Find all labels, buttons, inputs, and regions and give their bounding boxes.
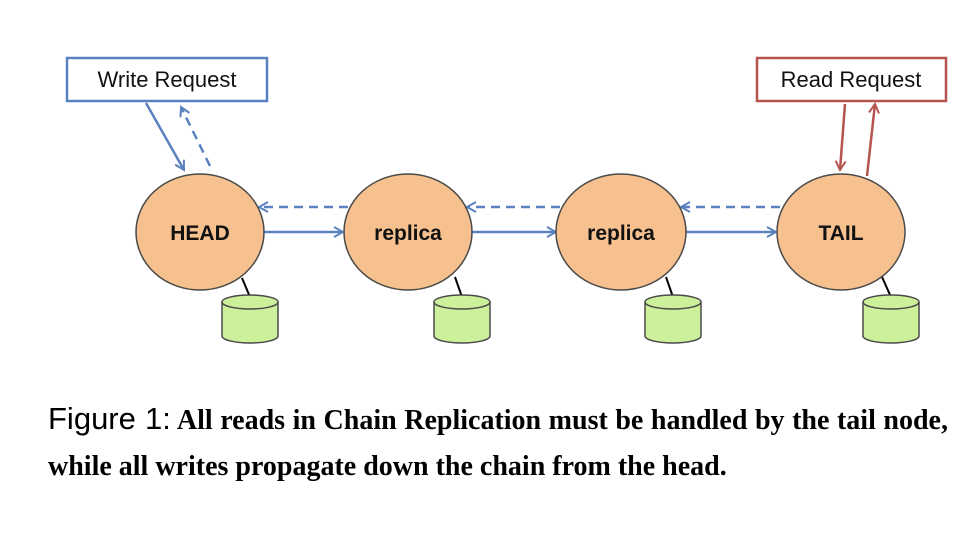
write-request-box: Write Request [65, 56, 269, 103]
read-request-arrow [840, 103, 845, 170]
write-ack-arrow [181, 107, 212, 167]
tail-node: TAIL [776, 173, 920, 344]
replica-label-1: replica [374, 222, 442, 245]
replica-node-2: replica [555, 173, 702, 344]
database-icon [644, 294, 702, 344]
caption-text: All reads in Chain Replication must be h… [48, 405, 948, 482]
replica-node-1: replica [343, 173, 491, 344]
database-icon [221, 294, 279, 344]
figure-label: Figure 1: [48, 401, 171, 436]
head-label: HEAD [170, 222, 230, 245]
database-icon [862, 294, 920, 344]
replica-label-2: replica [587, 222, 655, 245]
database-icon [433, 294, 491, 344]
write-request-label: Write Request [98, 67, 237, 92]
read-request-label: Read Request [781, 67, 922, 92]
chain-replication-diagram: Write Request Read Request HEAD replica [65, 56, 948, 344]
figure-caption: Figure 1: All reads in Chain Replication… [48, 396, 948, 490]
read-reply-arrow [865, 104, 875, 177]
tail-label: TAIL [818, 222, 863, 245]
write-request-arrow [144, 102, 186, 170]
head-node: HEAD [135, 173, 279, 344]
read-request-box: Read Request [755, 56, 948, 103]
